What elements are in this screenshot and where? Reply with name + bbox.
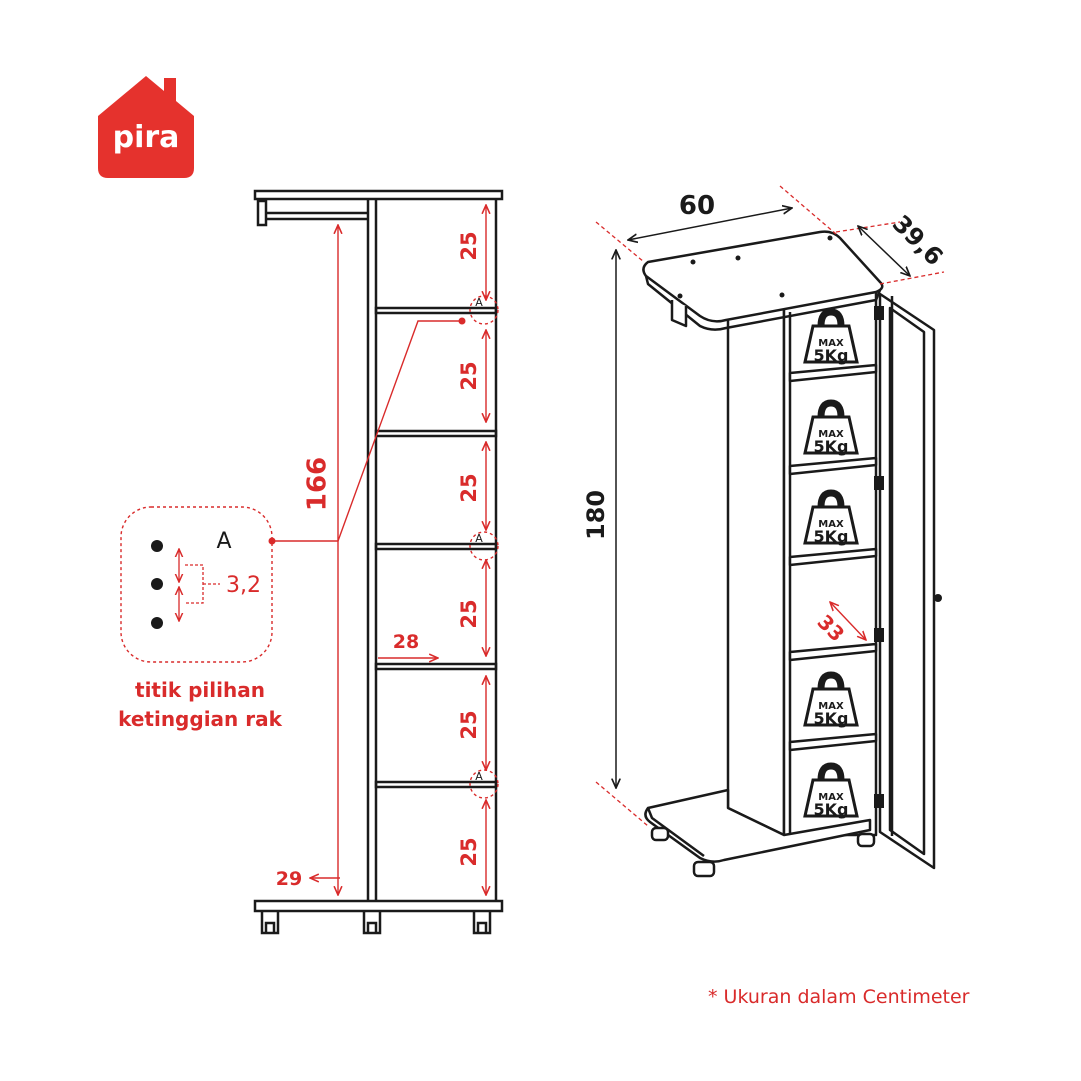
- side-shelf: [374, 542, 498, 551]
- marker-a-circle: [469, 531, 499, 561]
- iso-left-panel: [726, 303, 786, 837]
- dim-label-shelf-depth: 28: [393, 631, 419, 653]
- detail-caption: titik pilihan ketinggian rak: [100, 676, 300, 734]
- side-view: [253, 189, 504, 935]
- weight-value-label: 5Kg: [814, 527, 849, 546]
- side-dimension-labels: 25 25 25 25 25 25 166 28 29 A A A: [276, 231, 483, 890]
- iso-shelf: [788, 456, 878, 476]
- iso-shelf: [788, 547, 878, 567]
- dim-line-width: [628, 208, 792, 240]
- weight-max-label: MAX: [818, 429, 844, 440]
- weight-max-label: MAX: [818, 792, 844, 803]
- dim-line-iso-shelf: [830, 602, 866, 640]
- caption-line-2: ketinggian rak: [118, 707, 282, 731]
- side-shelf: [374, 306, 498, 315]
- weight-max-label: MAX: [818, 701, 844, 712]
- hole-dot: [151, 617, 163, 629]
- iso-shelf: [788, 363, 878, 383]
- leader-line: [272, 320, 461, 542]
- caster-wheel: [260, 911, 280, 935]
- side-bottom-panel: [253, 899, 504, 913]
- iso-caster: [692, 860, 716, 878]
- iso-caster: [650, 826, 670, 842]
- dim-label-gap-6: 25: [457, 837, 481, 866]
- marker-a-circle: [469, 295, 499, 325]
- weight-value-label: 5Kg: [814, 346, 849, 365]
- dim-label-gap-4: 25: [457, 599, 481, 628]
- iso-top-bracket: [670, 300, 688, 328]
- iso-door-panel: [888, 306, 926, 856]
- caster-wheel: [362, 911, 382, 935]
- hole-dot: [151, 578, 163, 590]
- caster-wheel: [472, 911, 492, 935]
- brand-logo: pira: [96, 74, 196, 178]
- iso-dimension-lines: [595, 185, 945, 827]
- iso-shelf: [788, 642, 878, 662]
- house-icon: [98, 76, 194, 178]
- side-shelf: [374, 429, 498, 438]
- leader-dot: [458, 317, 466, 325]
- iso-bottom-panel: [644, 788, 872, 863]
- iso-top-panel: [642, 230, 884, 323]
- marker-a-circle: [469, 769, 499, 799]
- detail-label: A: [216, 529, 231, 554]
- iso-weights: MAX 5Kg MAX 5Kg MAX 5Kg MAX 5Kg MAX 5Kg: [805, 312, 857, 819]
- leader-dot: [268, 537, 276, 545]
- weight-value-label: 5Kg: [814, 709, 849, 728]
- weight-value-label: 5Kg: [814, 437, 849, 456]
- dim-label-width: 60: [679, 191, 715, 221]
- dim-label-hanging: 166: [303, 457, 333, 511]
- iso-shelf: [788, 732, 878, 752]
- dim-line-depth: [858, 226, 910, 276]
- weight-max-label: MAX: [818, 519, 844, 530]
- side-top-panel: [253, 189, 504, 201]
- detail-a: A 3,2: [151, 529, 261, 629]
- dim-label-gap-3: 25: [457, 473, 481, 502]
- marker-a-label: A: [475, 296, 483, 309]
- iso-caster: [856, 832, 876, 848]
- dim-label-height: 180: [582, 490, 610, 540]
- detail-callout-box: [120, 506, 273, 663]
- dim-label-bottom-depth: 29: [276, 868, 302, 890]
- side-shelf: [374, 662, 498, 671]
- hole-dot: [151, 540, 163, 552]
- hanging-rod-bracket: [256, 199, 268, 227]
- side-shelf: [374, 780, 498, 789]
- marker-a-label: A: [475, 532, 483, 545]
- iso-view: [642, 230, 942, 878]
- detail-spacing-label: 3,2: [226, 573, 261, 598]
- weight-value-label: 5Kg: [814, 800, 849, 819]
- dim-label-gap-5: 25: [457, 710, 481, 739]
- unit-footnote: * Ukuran dalam Centimeter: [708, 986, 970, 1008]
- caption-line-1: titik pilihan: [135, 678, 265, 702]
- dim-label-gap-1: 25: [457, 231, 481, 260]
- side-dimension-lines: [120, 205, 499, 895]
- brand-name: pira: [112, 120, 180, 155]
- dim-label-gap-2: 25: [457, 361, 481, 390]
- weight-max-label: MAX: [818, 338, 844, 349]
- marker-a-label: A: [475, 770, 483, 783]
- iso-door: [878, 292, 936, 870]
